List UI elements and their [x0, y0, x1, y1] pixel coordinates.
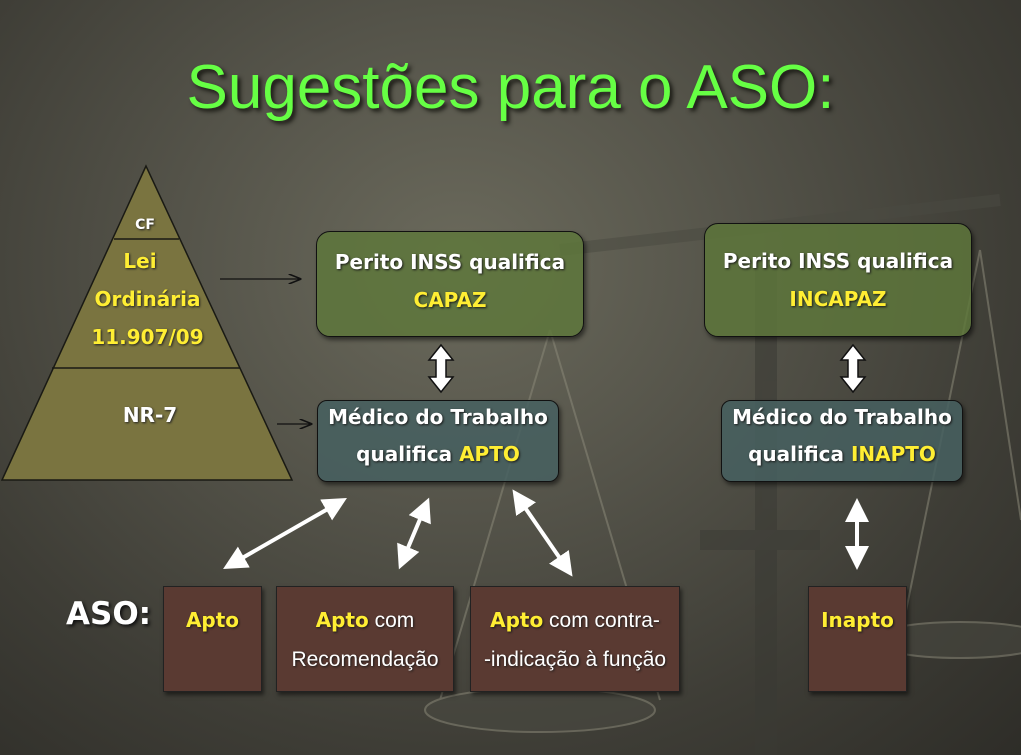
pyramid-bottom-label: NR-7 — [122, 403, 178, 427]
aso-apto-label: Apto — [185, 608, 240, 632]
double-arrow-incapaz-inapto — [839, 343, 867, 394]
perito-incapaz-line1: Perito INSS qualifica — [722, 249, 954, 273]
arrow-apto-to-aso-apto — [223, 498, 347, 569]
aso-inapto-label: Inapto — [821, 608, 894, 632]
medico-inapto-box: Médico do Trabalho qualifica INAPTO — [721, 400, 963, 482]
perito-incapaz-box: Perito INSS qualifica INCAPAZ — [704, 223, 972, 337]
perito-capaz-line2: CAPAZ — [413, 288, 487, 312]
aso-apto-contra-line2: -indicação à função — [483, 648, 667, 671]
pyramid-middle-line2: Ordinária — [94, 287, 201, 311]
page-title: Sugestões para o ASO: — [186, 53, 835, 122]
aso-label: ASO: — [66, 596, 152, 632]
perito-incapaz-line2: INCAPAZ — [789, 287, 887, 311]
medico-apto-line2: qualifica APTO — [318, 442, 558, 466]
perito-capaz-line1: Perito INSS qualifica — [334, 250, 566, 274]
arrow-apto-to-aso-contra — [512, 489, 573, 577]
pyramid-middle-line3: 11.907/09 — [91, 325, 204, 349]
medico-apto-box: Médico do Trabalho qualifica APTO — [317, 400, 559, 482]
pyramid-middle-line1: Lei — [123, 249, 157, 273]
aso-apto-recomendacao-rest: com — [368, 609, 415, 632]
pyramid-top-label: CF — [135, 217, 155, 233]
aso-apto-contra-box: Apto com contra- -indicação à função — [470, 586, 680, 692]
medico-inapto-line2: qualifica INAPTO — [722, 442, 962, 466]
arrow-apto-to-aso-recomendacao — [397, 497, 431, 570]
aso-apto-box: Apto — [163, 586, 262, 692]
aso-inapto-box: Inapto — [808, 586, 907, 692]
aso-apto-contra-strong: Apto — [490, 608, 544, 632]
medico-apto-line1: Médico do Trabalho — [328, 405, 548, 429]
aso-apto-recomendacao-box: Apto com Recomendação — [276, 586, 454, 692]
legal-hierarchy-pyramid — [0, 164, 294, 481]
medico-apto-prefix: qualifica — [356, 442, 460, 466]
double-arrow-capaz-apto — [427, 343, 455, 394]
aso-apto-recomendacao-strong: Apto — [315, 608, 369, 632]
medico-inapto-value: INAPTO — [850, 442, 936, 466]
medico-apto-value: APTO — [459, 442, 520, 466]
medico-inapto-prefix: qualifica — [748, 442, 851, 466]
aso-apto-recomendacao-line2: Recomendação — [291, 648, 439, 671]
perito-capaz-box: Perito INSS qualifica CAPAZ — [316, 231, 584, 337]
medico-inapto-line1: Médico do Trabalho — [732, 405, 952, 429]
aso-apto-contra-rest: com contra- — [543, 609, 660, 632]
